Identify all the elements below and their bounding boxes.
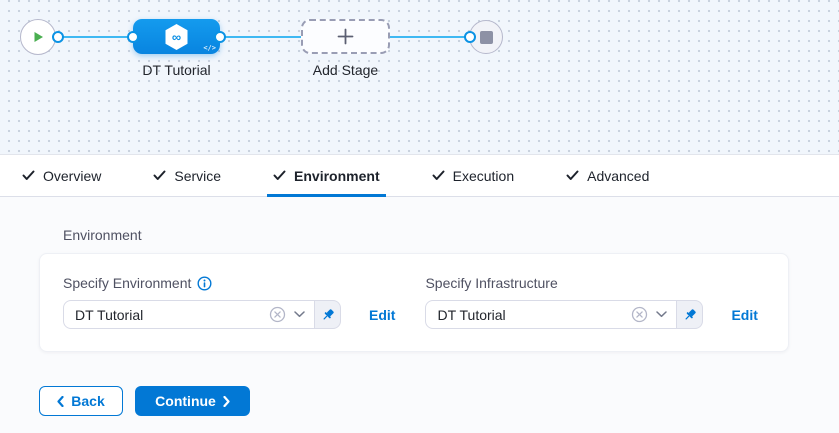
- back-button-label: Back: [71, 393, 105, 409]
- tab-execution[interactable]: Execution: [426, 155, 520, 196]
- connector-line: [218, 36, 303, 38]
- chevron-down-icon[interactable]: [294, 311, 305, 318]
- infrastructure-select-box[interactable]: [425, 300, 678, 329]
- tab-advanced[interactable]: Advanced: [560, 155, 655, 196]
- connector-line: [388, 36, 472, 38]
- section-title: Environment: [63, 227, 142, 243]
- info-icon[interactable]: [197, 275, 212, 291]
- tab-service[interactable]: Service: [147, 155, 227, 196]
- field-label-text: Specify Environment: [63, 275, 192, 291]
- tab-label: Advanced: [587, 167, 650, 184]
- environment-select-box[interactable]: [63, 300, 315, 329]
- pin-button[interactable]: [677, 300, 704, 329]
- chevron-right-icon: [223, 395, 230, 407]
- check-icon: [432, 170, 445, 180]
- pin-button[interactable]: [315, 300, 341, 329]
- infrastructure-field: Specify Infrastructure: [425, 275, 758, 329]
- check-icon: [22, 170, 35, 180]
- field-label: Specify Infrastructure: [425, 275, 757, 291]
- pin-icon: [685, 308, 696, 319]
- infrastructure-select: [425, 300, 704, 329]
- pipeline-start-node[interactable]: [20, 19, 56, 55]
- tab-label: Environment: [294, 167, 380, 184]
- pipeline-canvas[interactable]: ∞ </> DT Tutorial Add Stage: [0, 0, 839, 154]
- wizard-footer: Back Continue: [39, 386, 839, 416]
- infinity-glyph: ∞: [172, 29, 181, 44]
- continue-button-label: Continue: [155, 393, 216, 409]
- infrastructure-select-input[interactable]: [437, 306, 624, 323]
- connector-port[interactable]: [52, 31, 64, 43]
- check-icon: [153, 170, 166, 180]
- tab-label: Overview: [43, 167, 102, 184]
- edit-infrastructure-link[interactable]: Edit: [731, 306, 758, 323]
- pin-icon: [323, 308, 334, 319]
- check-icon: [273, 170, 286, 180]
- field-label-text: Specify Infrastructure: [425, 275, 558, 291]
- field-label: Specify Environment: [63, 275, 395, 291]
- plus-icon: [337, 28, 354, 45]
- tab-label: Execution: [452, 167, 515, 184]
- clear-icon[interactable]: [269, 306, 286, 323]
- stop-icon: [479, 30, 493, 44]
- environment-card: Specify Environment: [39, 253, 789, 352]
- stage-node-dt-tutorial[interactable]: ∞ </>: [133, 19, 220, 54]
- connector-line: [56, 36, 135, 38]
- stage-config-tabbar: Overview Service Environment Execution A…: [0, 154, 839, 197]
- tab-overview[interactable]: Overview: [16, 155, 107, 196]
- play-icon: [34, 32, 43, 42]
- continue-button[interactable]: Continue: [135, 386, 250, 416]
- add-stage-button[interactable]: [301, 19, 390, 54]
- environment-select: [63, 300, 341, 329]
- connector-port[interactable]: [464, 31, 476, 43]
- clear-icon[interactable]: [631, 306, 648, 323]
- edit-environment-link[interactable]: Edit: [369, 306, 396, 323]
- environment-select-input[interactable]: [75, 306, 261, 323]
- stage-name-label: DT Tutorial: [142, 62, 211, 78]
- connector-port[interactable]: [214, 31, 226, 43]
- chevron-left-icon: [57, 395, 64, 407]
- environment-field: Specify Environment: [63, 275, 395, 329]
- connector-port[interactable]: [127, 31, 139, 43]
- code-icon[interactable]: </>: [203, 44, 216, 52]
- tab-environment[interactable]: Environment: [267, 155, 386, 197]
- chevron-down-icon[interactable]: [656, 311, 668, 318]
- tab-label: Service: [174, 167, 222, 184]
- check-icon: [566, 170, 579, 180]
- environment-tab-panel: Environment Specify Environment: [0, 197, 839, 433]
- back-button[interactable]: Back: [39, 386, 123, 416]
- cd-hexagon-icon: ∞: [165, 23, 188, 50]
- add-stage-label: Add Stage: [312, 62, 379, 78]
